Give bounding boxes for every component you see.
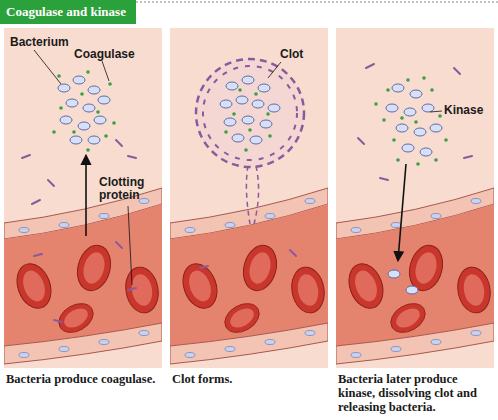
part-label: Clotting protein [99, 176, 159, 202]
part-label: Clot [280, 48, 303, 61]
part-label: Kinase [444, 104, 483, 117]
panel-illustration [4, 28, 162, 368]
panel: Clot [170, 28, 328, 368]
title-banner: Coagulase and kinase [0, 0, 136, 24]
part-label: Bacterium [10, 36, 69, 49]
panel: BacteriumCoagulaseClotting protein [4, 28, 162, 368]
panel-illustration [170, 28, 328, 368]
caption: Clot forms. [172, 372, 326, 386]
caption: Bacteria later produce kinase, dissolvin… [338, 372, 494, 414]
panel: Kinase [336, 28, 494, 368]
part-label: Coagulase [74, 48, 135, 61]
panel-illustration [336, 28, 494, 368]
caption: Bacteria produce coagulase. [6, 372, 160, 386]
